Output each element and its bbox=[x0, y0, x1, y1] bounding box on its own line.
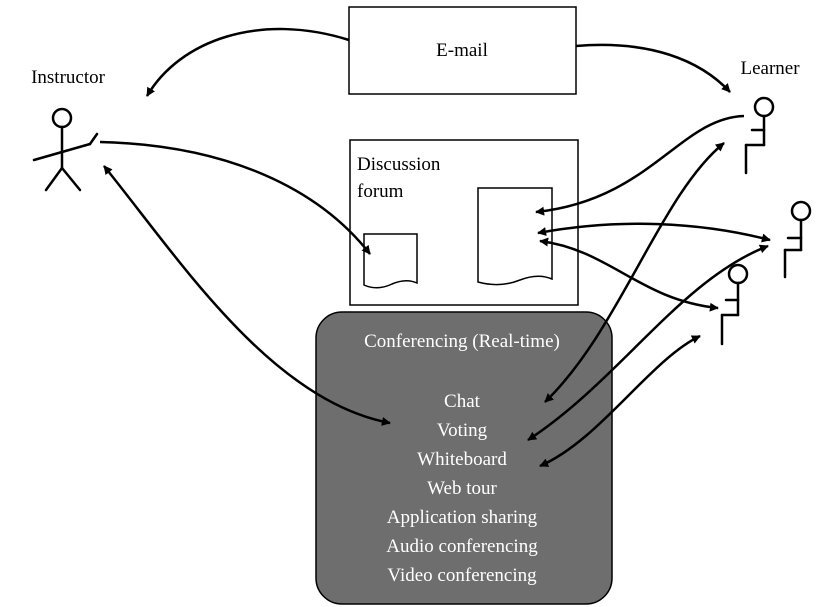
arrow-learner1-to-forum bbox=[535, 114, 745, 216]
arrow-learner3-forum bbox=[539, 237, 719, 312]
email-label: E-mail bbox=[436, 40, 488, 61]
arrow-learner3-whiteboard bbox=[539, 334, 701, 468]
conferencing-item-audio-conferencing: Audio conferencing bbox=[386, 536, 538, 557]
forum-label-line2: forum bbox=[357, 181, 404, 202]
learner-label: Learner bbox=[740, 58, 800, 79]
arrow-email-to-instructor bbox=[145, 27, 350, 97]
learner-figure-icon bbox=[783, 200, 812, 279]
conferencing-item-voting: Voting bbox=[437, 420, 488, 441]
conferencing-item-application-sharing: Application sharing bbox=[387, 507, 538, 528]
document-icon bbox=[477, 187, 553, 286]
learner-figure-icon bbox=[744, 96, 775, 175]
arrow-email-to-learner bbox=[575, 43, 731, 93]
arrow-learner2-forum bbox=[537, 222, 771, 243]
arrow-instructor-chat bbox=[103, 165, 391, 426]
conferencing-title: Conferencing (Real-time) bbox=[364, 331, 560, 352]
conferencing-item-web-tour: Web tour bbox=[427, 478, 497, 499]
conferencing-item-whiteboard: Whiteboard bbox=[417, 449, 507, 470]
forum-label-line1: Discussion bbox=[357, 154, 441, 175]
instructor-figure-icon bbox=[32, 107, 99, 192]
conferencing-item-video-conferencing: Video conferencing bbox=[387, 565, 537, 586]
learner-figure-icon bbox=[720, 263, 749, 346]
document-icon bbox=[363, 233, 418, 289]
instructor-label: Instructor bbox=[31, 67, 106, 88]
conferencing-item-chat: Chat bbox=[444, 391, 481, 412]
email-box bbox=[348, 6, 577, 95]
arrow-instructor-to-forum bbox=[99, 140, 371, 255]
